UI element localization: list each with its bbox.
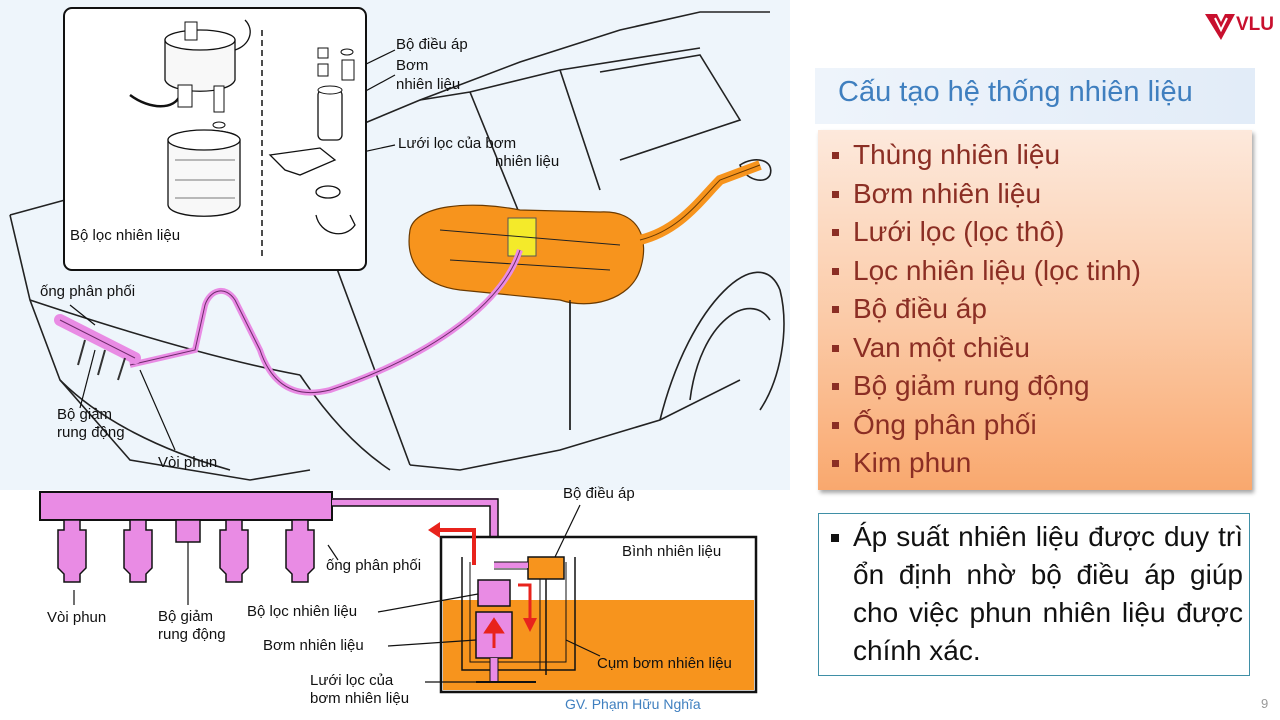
list-item: Van một chiều [832, 329, 1252, 368]
bullet-icon [832, 460, 839, 467]
bullet-icon [832, 152, 839, 159]
bullet-icon [832, 306, 839, 313]
bullet-icon [832, 267, 839, 275]
label-pump-assembly: Cụm bơm nhiên liệu [597, 655, 732, 672]
list-item: Bộ giảm rung động [832, 367, 1252, 406]
list-item-text: Ống phân phối [853, 408, 1037, 440]
bullet-icon [832, 383, 839, 390]
bullet-icon [832, 229, 839, 236]
vlu-logo-icon [1205, 14, 1235, 40]
label-delivery-pipe: ống phân phối [326, 557, 422, 574]
bullet-icon [832, 344, 839, 352]
label-damper-top-2: rung động [57, 424, 125, 441]
title-band [815, 68, 1255, 124]
label-delivery-pipe-top: ống phân phối [40, 283, 136, 300]
label-fuel-tank: Bình nhiên liệu [622, 543, 722, 560]
inset-label-pressure-regulator: Bộ điều áp [396, 36, 468, 53]
page-number: 9 [1261, 696, 1269, 711]
label-injector-top: Vòi phun [158, 454, 218, 471]
label-pressure-regulator: Bộ điều áp [563, 485, 635, 502]
label-fuel-filter: Bộ lọc nhiên liệu [247, 603, 358, 620]
list-item-text: Van một chiều [853, 331, 1030, 363]
inset-label-pump-2: nhiên liệu [396, 76, 461, 93]
label-damper-top-1: Bộ giảm [57, 406, 113, 423]
logo-text: VLU [1236, 14, 1274, 35]
inset-label-fuel-filter: Bộ lọc nhiên liệu [70, 227, 181, 244]
fuel-tank-illustration [408, 160, 762, 305]
footer-author: GV. Phạm Hữu Nghĩa [565, 696, 701, 712]
label-pump-screen-2: bơm nhiên liệu [310, 690, 410, 707]
list-item-text: Bộ điều áp [853, 293, 987, 324]
label-injector: Vòi phun [47, 609, 107, 626]
fuel-system-drawing [0, 0, 790, 694]
fuel-line-edge [129, 249, 521, 394]
label-pump-screen-1: Lưới lọc của [310, 672, 394, 689]
list-item-text: Lọc nhiên liệu (lọc tinh) [853, 254, 1141, 286]
components-list-box: Thùng nhiên liệu Bơm nhiên liệu Lưới lọc… [818, 130, 1252, 490]
inset-label-pump-1: Bơm [396, 57, 429, 74]
inset-detail-box [63, 7, 367, 271]
list-item: Lưới lọc (lọc thô) [832, 213, 1252, 252]
list-item: Bộ điều áp [832, 290, 1252, 329]
components-list: Thùng nhiên liệu Bơm nhiên liệu Lưới lọc… [818, 130, 1252, 483]
inset-label-screen-2: nhiên liệu [495, 153, 560, 170]
slide-title: Cấu tạo hệ thống nhiên liệu [838, 76, 1193, 108]
list-item: Kim phun [832, 444, 1252, 483]
list-item: Lọc nhiên liệu (lọc tinh) [832, 252, 1252, 291]
list-item: Bơm nhiên liệu [832, 175, 1252, 214]
list-item: Thùng nhiên liệu [832, 136, 1252, 175]
bullet-icon [832, 190, 839, 198]
label-fuel-pump: Bơm nhiên liệu [263, 637, 364, 654]
inset-label-screen-1: Lưới lọc của bơm [398, 135, 517, 152]
note-box: Áp suất nhiên liệu được duy trì ổn định … [818, 513, 1250, 676]
bullet-icon [832, 421, 839, 429]
list-item: Ống phân phối [832, 406, 1252, 445]
car-delivery-pipe [54, 314, 141, 381]
list-item-text: Thùng nhiên liệu [853, 139, 1061, 170]
schematic-diagram [39, 491, 758, 694]
label-damper-1: Bộ giảm [158, 608, 214, 625]
fuel-system-figure: Bộ điều áp Bơm nhiên liệu Lưới lọc của b… [0, 0, 790, 707]
list-item-text: Lưới lọc (lọc thô) [853, 216, 1065, 247]
note-bullet-icon [831, 534, 839, 542]
label-damper-2: rung động [158, 626, 226, 643]
list-item-text: Bộ giảm rung động [853, 370, 1090, 401]
note-text: Áp suất nhiên liệu được duy trì ổn định … [853, 521, 1243, 666]
list-item-text: Bơm nhiên liệu [853, 177, 1042, 209]
list-item-text: Kim phun [853, 447, 972, 478]
